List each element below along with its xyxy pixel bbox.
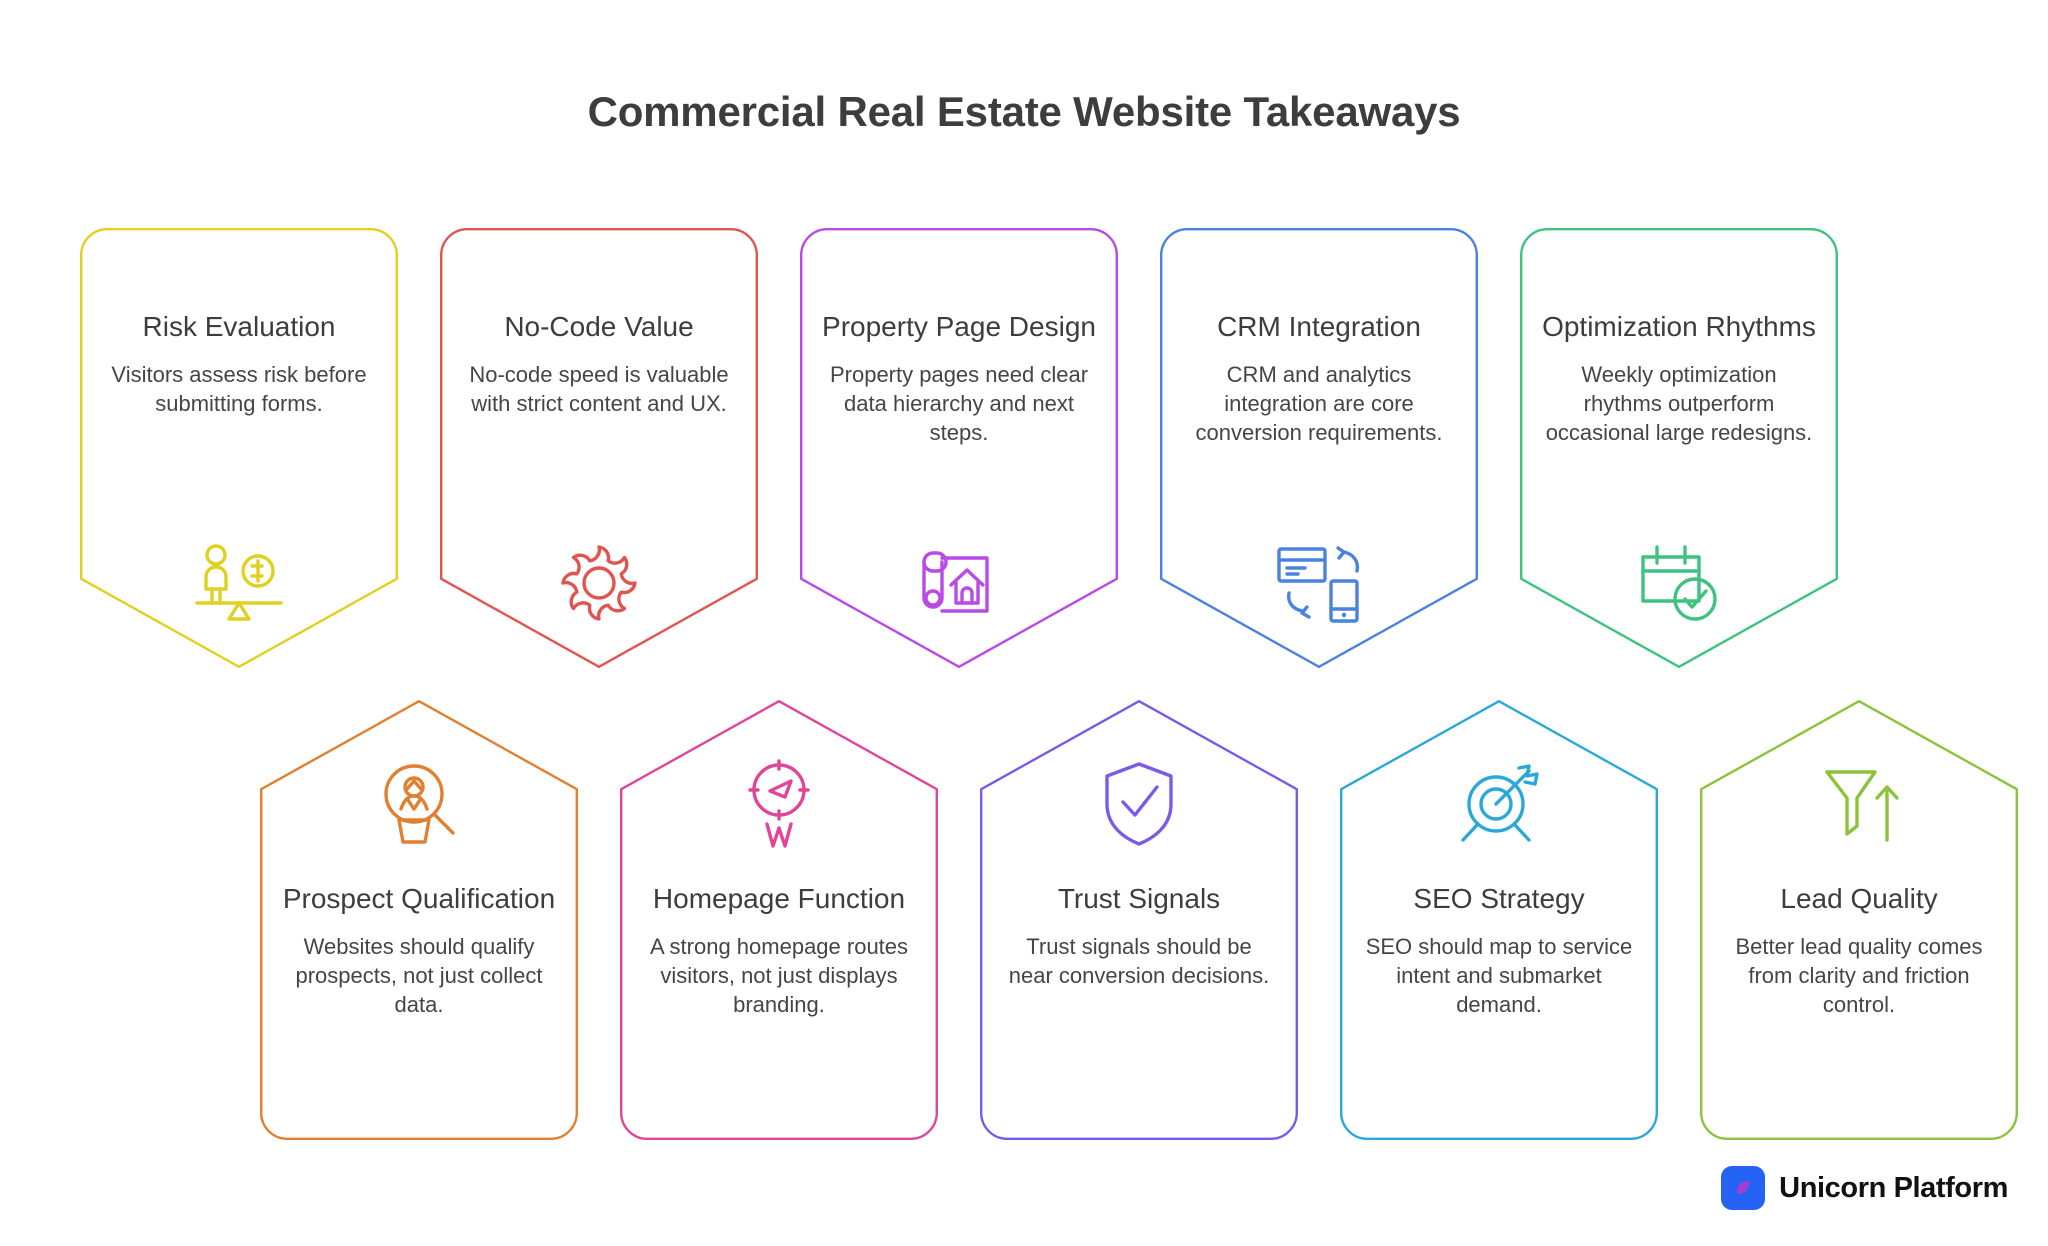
unicorn-leaf-icon bbox=[1721, 1166, 1766, 1210]
card-description-prospect-qualification: Websites should qualify prospects, not j… bbox=[295, 933, 543, 1017]
card-title-trust-signals: Trust Signals bbox=[1057, 883, 1221, 914]
card-title-crm-integration: CRM Integration bbox=[1217, 311, 1421, 342]
card-title-prospect-qualification: Prospect Qualification bbox=[282, 883, 556, 914]
card-outline-lead-quality bbox=[1700, 700, 2018, 1140]
shield-check-icon bbox=[980, 744, 1298, 864]
card-title-optimization-rhythms: Optimization Rhythms bbox=[1542, 311, 1816, 342]
card-title-no-code-value: No-Code Value bbox=[504, 311, 694, 342]
calendar-check-icon bbox=[1520, 528, 1838, 638]
card-seo-strategy[interactable]: SEO Strategy SEO should map to service i… bbox=[1340, 700, 1658, 1140]
card-homepage-function[interactable]: Homepage Function A strong homepage rout… bbox=[620, 700, 938, 1140]
card-content-trust-signals: Trust Signals Trust signals should be ne… bbox=[980, 882, 1298, 990]
card-description-property-page-design: Property pages need clear data hierarchy… bbox=[829, 361, 1089, 445]
brand-footer: Unicorn Platform bbox=[1721, 1166, 2008, 1210]
brand-name: Unicorn Platform bbox=[1779, 1171, 2008, 1204]
card-no-code-value[interactable]: No-Code Value No-code speed is valuable … bbox=[440, 228, 758, 668]
card-description-no-code-value: No-code speed is valuable with strict co… bbox=[469, 361, 729, 416]
card-content-homepage-function: Homepage Function A strong homepage rout… bbox=[620, 882, 938, 1019]
blueprint-house-icon bbox=[800, 528, 1118, 638]
card-prospect-qualification[interactable]: Prospect Qualification Websites should q… bbox=[260, 700, 578, 1140]
card-crm-integration[interactable]: CRM Integration CRM and analytics integr… bbox=[1160, 228, 1478, 668]
card-outline-property-page-design bbox=[800, 228, 1118, 668]
card-content-seo-strategy: SEO Strategy SEO should map to service i… bbox=[1340, 882, 1658, 1019]
target-arrow-icon bbox=[1340, 744, 1658, 864]
card-content-lead-quality: Lead Quality Better lead quality comes f… bbox=[1700, 882, 2018, 1019]
card-description-risk-evaluation: Visitors assess risk before submitting f… bbox=[111, 361, 367, 416]
card-lead-quality[interactable]: Lead Quality Better lead quality comes f… bbox=[1700, 700, 2018, 1140]
card-risk-evaluation[interactable]: Risk Evaluation Visitors assess risk bef… bbox=[80, 228, 398, 668]
card-title-property-page-design: Property Page Design bbox=[822, 311, 1096, 342]
card-outline-no-code-value bbox=[440, 228, 758, 668]
compass-icon bbox=[620, 744, 938, 864]
card-title-homepage-function: Homepage Function bbox=[652, 883, 906, 914]
card-content-crm-integration: CRM Integration CRM and analytics integr… bbox=[1160, 310, 1478, 447]
card-title-lead-quality: Lead Quality bbox=[1780, 883, 1938, 914]
card-outline-crm-integration bbox=[1160, 228, 1478, 668]
card-outline-trust-signals bbox=[980, 700, 1298, 1140]
card-content-no-code-value: No-Code Value No-code speed is valuable … bbox=[440, 310, 758, 418]
card-content-optimization-rhythms: Optimization Rhythms Weekly optimization… bbox=[1520, 310, 1838, 447]
gear-icon bbox=[440, 528, 758, 638]
card-description-trust-signals: Trust signals should be near conversion … bbox=[1008, 933, 1270, 988]
card-outline-homepage-function bbox=[620, 700, 938, 1140]
card-description-optimization-rhythms: Weekly optimization rhythms outperform o… bbox=[1545, 361, 1813, 445]
card-description-lead-quality: Better lead quality comes from clarity a… bbox=[1735, 933, 1983, 1017]
card-outline-risk-evaluation bbox=[80, 228, 398, 668]
person-magnifier-icon bbox=[260, 744, 578, 864]
card-outline-seo-strategy bbox=[1340, 700, 1658, 1140]
card-content-property-page-design: Property Page Design Property pages need… bbox=[800, 310, 1118, 447]
card-outline-prospect-qualification bbox=[260, 700, 578, 1140]
card-description-crm-integration: CRM and analytics integration are core c… bbox=[1195, 361, 1443, 445]
card-description-homepage-function: A strong homepage routes visitors, not j… bbox=[649, 933, 909, 1017]
card-title-seo-strategy: SEO Strategy bbox=[1413, 883, 1585, 914]
funnel-arrow-up-icon bbox=[1700, 744, 2018, 864]
card-description-seo-strategy: SEO should map to service intent and sub… bbox=[1365, 933, 1633, 1017]
balance-scale-person-money-icon bbox=[80, 528, 398, 638]
card-content-risk-evaluation: Risk Evaluation Visitors assess risk bef… bbox=[80, 310, 398, 418]
crm-sync-devices-icon bbox=[1160, 528, 1478, 638]
card-property-page-design[interactable]: Property Page Design Property pages need… bbox=[800, 228, 1118, 668]
page-title: Commercial Real Estate Website Takeaways bbox=[587, 88, 1461, 135]
card-optimization-rhythms[interactable]: Optimization Rhythms Weekly optimization… bbox=[1520, 228, 1838, 668]
card-trust-signals[interactable]: Trust Signals Trust signals should be ne… bbox=[980, 700, 1298, 1140]
card-title-risk-evaluation: Risk Evaluation bbox=[142, 311, 336, 342]
card-content-prospect-qualification: Prospect Qualification Websites should q… bbox=[260, 882, 578, 1019]
card-outline-optimization-rhythms bbox=[1520, 228, 1838, 668]
